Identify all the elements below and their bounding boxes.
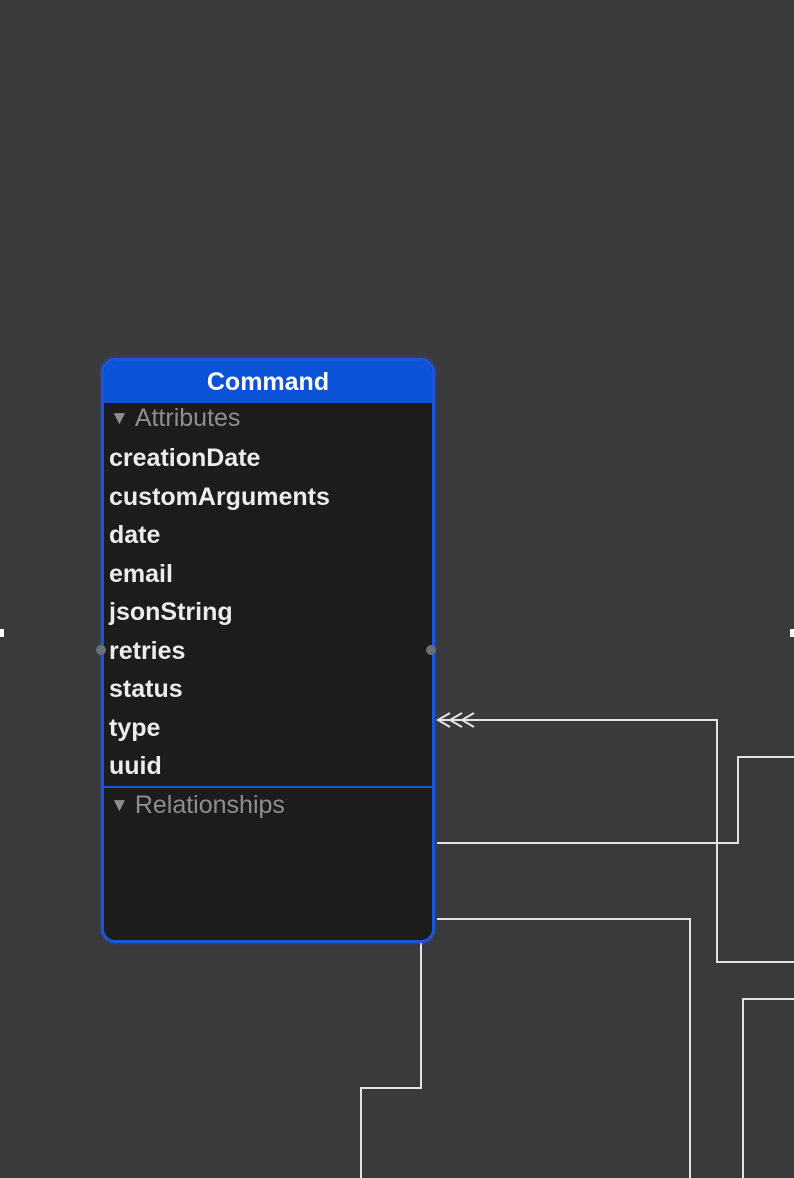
relationships-section-header[interactable]: ▼Relationships [104,790,432,826]
section-divider [104,785,432,788]
relationship-line-to-many[interactable] [440,719,794,963]
attribute-item[interactable]: date [109,521,161,549]
attributes-section-label: Attributes [134,404,241,432]
relationships-section-label: Relationships [134,790,285,819]
canvas-edge-marker-right [790,629,794,637]
attribute-item[interactable]: creationDate [109,444,261,472]
double-arrowhead-icon [436,712,475,728]
relationship-line-3[interactable] [360,943,422,1178]
relationship-line-4[interactable] [742,998,794,1178]
disclosure-triangle-down-icon[interactable]: ▼ [110,408,129,429]
attribute-item[interactable]: email [109,559,173,588]
canvas-edge-marker-left [0,629,4,637]
entity-anchor-right[interactable] [426,645,436,655]
attribute-item[interactable]: jsonString [109,598,233,626]
attribute-item[interactable]: customArguments [109,482,330,511]
attribute-item[interactable]: retries [109,636,186,665]
relationship-line-2[interactable] [437,918,691,1178]
attributes-section-header[interactable]: ▼Attributes [104,403,432,439]
attribute-item[interactable]: uuid [109,752,162,780]
entity-command[interactable]: Command ▼Attributes creationDate customA… [101,358,435,943]
entity-anchor-left[interactable] [96,645,106,655]
attribute-item[interactable]: type [109,713,161,742]
relationship-line-1[interactable] [437,756,794,844]
attribute-list: creationDate customArguments date email … [104,439,432,786]
entity-title: Command [104,361,432,403]
disclosure-triangle-down-icon[interactable]: ▼ [110,794,129,816]
attribute-item[interactable]: status [109,675,183,703]
